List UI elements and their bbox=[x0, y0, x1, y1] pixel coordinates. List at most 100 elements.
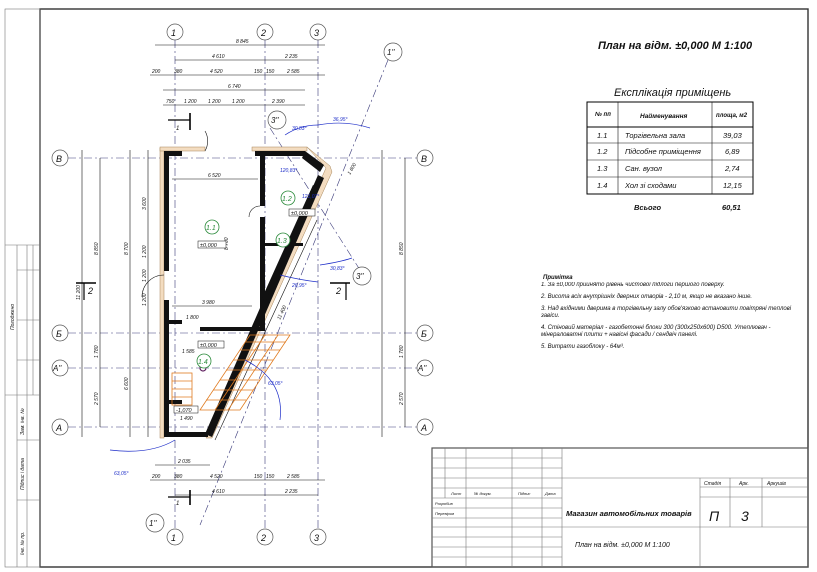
row-name: Хол зі сходами bbox=[624, 181, 677, 190]
dim-text: 2 035 bbox=[177, 459, 191, 465]
dim-text: 1 600 bbox=[347, 162, 359, 176]
dim-text: 150 bbox=[266, 69, 275, 75]
dim-text: 1 200 bbox=[142, 269, 148, 282]
room-1-3: 1.3 bbox=[277, 238, 287, 245]
dim-text: 380 bbox=[174, 474, 183, 480]
axis-a2-left: А'' bbox=[52, 364, 62, 373]
dim-text: 200 bbox=[151, 474, 161, 480]
row-area: 6,89 bbox=[725, 147, 740, 156]
stamp-inv-no: Інв. № пр. bbox=[20, 532, 26, 555]
dim-text: 4 610 bbox=[212, 54, 225, 60]
dim-text: 8 845 bbox=[236, 39, 249, 45]
sheet-title: План на відм. ±0,000 М 1:100 bbox=[598, 40, 753, 52]
dim-text: 750 bbox=[166, 99, 175, 105]
axis-1pp-top: 1'' bbox=[387, 48, 395, 57]
angle-text: 120,83° bbox=[280, 168, 297, 174]
dim-text: 150 bbox=[254, 474, 263, 480]
dim-text: 2 570 bbox=[94, 392, 100, 406]
table-row: 1.3 Сан. вузол 2,74 bbox=[597, 164, 740, 173]
dim-text: 1 200 bbox=[142, 245, 148, 258]
side-stamp: Погоджено Зам. інв. № Підпис і дата Інв.… bbox=[5, 244, 40, 567]
tb-col-sheet: Лист bbox=[450, 491, 462, 496]
row-number: 1.3 bbox=[597, 164, 608, 173]
tb-stage-value: П bbox=[709, 508, 720, 524]
tb-role-checked: Перевірив bbox=[435, 511, 454, 516]
dim-text: 1 800 bbox=[186, 315, 199, 321]
dim-text: 8 850 bbox=[399, 242, 405, 255]
axis-3pp-top: 3'' bbox=[271, 116, 279, 125]
note-item: 4. Стіновий матеріал - газобетонні блоки… bbox=[541, 325, 771, 338]
dim-text: 2 235 bbox=[284, 489, 298, 495]
dim-text: 4 610 bbox=[212, 489, 225, 495]
table-row: 1.2 Підсобне приміщення 6,89 bbox=[597, 147, 740, 156]
dim-text: 2 390 bbox=[271, 99, 285, 105]
tb-stage-label: Стадія bbox=[704, 481, 721, 487]
level-mark: ±0,000 bbox=[200, 343, 218, 349]
storage-door bbox=[248, 205, 261, 218]
dim-text: 1 200 bbox=[208, 99, 221, 105]
axis-2-top: 2 bbox=[260, 28, 266, 38]
dim-text: 1 490 bbox=[180, 416, 193, 422]
section-2-left: 2 bbox=[87, 286, 93, 296]
notes-title: Примітка bbox=[543, 275, 573, 281]
axis-2-bottom: 2 bbox=[260, 533, 266, 543]
axis-bubbles: 1 2 3 1 2 3 В Б А'' А В Б А'' А 1'' 1'' … bbox=[51, 23, 434, 546]
axis-v-left: В bbox=[56, 154, 62, 164]
angle-text: 63,05° bbox=[114, 471, 129, 477]
stamp-replace-inv: Зам. інв. № bbox=[20, 408, 26, 435]
tb-role-developed: Розробив bbox=[435, 501, 453, 506]
tb-col-doc: № докум. bbox=[474, 491, 492, 496]
angle-text: 26,95° bbox=[291, 283, 307, 289]
axis-3-bottom: 3 bbox=[314, 533, 319, 543]
angle-text: 36,95° bbox=[333, 117, 348, 123]
dim-text: 2 585 bbox=[286, 69, 300, 75]
explication-table: Експлікація приміщень № пп Найменування … bbox=[586, 87, 754, 212]
row-number: 1.4 bbox=[597, 181, 607, 190]
axis-a2-right: А'' bbox=[417, 364, 427, 373]
tb-col-date: Дата bbox=[544, 491, 556, 496]
total-label: Всього bbox=[634, 203, 661, 212]
section-marks: 1 1 2 2 bbox=[76, 113, 350, 507]
dim-text: 6 520 bbox=[208, 173, 221, 179]
note-item: 3. Над вхідними дверима в торгівельну за… bbox=[541, 306, 792, 319]
dim-text: 11 200 bbox=[76, 285, 82, 300]
dim-text: 1 200 bbox=[184, 99, 197, 105]
angle-marks: 36,95° 30,83° 120,83° 121,07° 30,83° 26,… bbox=[109, 117, 371, 477]
dim-text: 3 600 bbox=[142, 197, 148, 210]
note-item: 5. Витрати газоблоку - 64м³. bbox=[541, 344, 625, 350]
dim-text: 4 520 bbox=[210, 474, 223, 480]
tb-drawing-name: План на відм. ±0,000 М 1:100 bbox=[575, 541, 670, 549]
axis-1pp-bottom: 1'' bbox=[149, 519, 157, 528]
level-mark: ±0,000 bbox=[291, 211, 309, 217]
explication-title: Експлікація приміщень bbox=[614, 87, 731, 99]
tb-col-signature: Підпис bbox=[518, 491, 530, 496]
level-mark: ±0,000 bbox=[200, 243, 218, 249]
angle-text: 30,83° bbox=[292, 126, 307, 132]
tb-sheet-label: Арк. bbox=[738, 481, 749, 487]
dim-text: 6 600 bbox=[124, 377, 130, 390]
row-area: 39,03 bbox=[723, 131, 743, 140]
dim-text: 2 235 bbox=[284, 54, 298, 60]
axis-b-right: Б bbox=[421, 329, 427, 339]
axis-3pp-bottom: 3'' bbox=[356, 272, 364, 281]
angle-text: 63,05° bbox=[268, 381, 283, 387]
dim-text: 4 520 bbox=[210, 69, 223, 75]
section-1-bottom: 1 bbox=[176, 501, 179, 507]
dim-text: 150 bbox=[266, 474, 275, 480]
axis-a-right: А bbox=[420, 423, 427, 433]
axis-a-left: А bbox=[55, 423, 62, 433]
row-name: Торгівельна зала bbox=[625, 131, 685, 140]
notes: Примітка 1. За ±0,000 прийнято рівень чи… bbox=[541, 275, 792, 350]
dim-text: 380 bbox=[174, 69, 183, 75]
dim-text: 1 780 bbox=[399, 345, 405, 358]
note-item: 1. За ±0,000 прийнято рівень чистової пі… bbox=[541, 282, 725, 288]
row-name: Сан. вузол bbox=[625, 164, 663, 173]
dim-text: 150 bbox=[254, 69, 263, 75]
angle-text: 121,07° bbox=[302, 194, 319, 200]
axis-b-left: Б bbox=[56, 329, 62, 339]
axis-1-top: 1 bbox=[171, 28, 176, 38]
dim-text: 1 200 bbox=[232, 99, 245, 105]
staircase bbox=[171, 334, 291, 411]
total-value: 60,51 bbox=[722, 203, 741, 212]
